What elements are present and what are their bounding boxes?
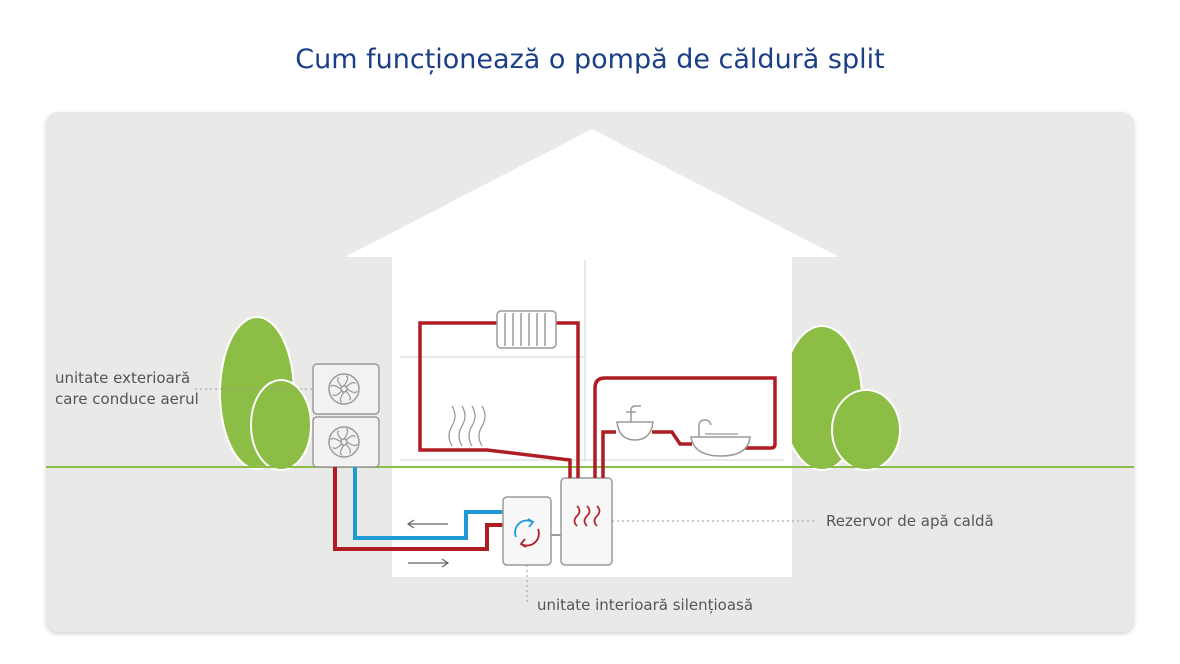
sink-icon xyxy=(616,405,654,441)
outdoor-unit-label-line2: care conduce aerul xyxy=(55,390,199,408)
outdoor-unit-label-line1: unitate exterioară xyxy=(55,369,190,387)
hot-pipe-outdoor xyxy=(333,467,505,551)
outdoor-unit-bottom xyxy=(312,416,380,468)
sanitary-hot-water-branch xyxy=(601,430,692,478)
fan-icon xyxy=(328,426,360,458)
sanitary-hot-water-pipe xyxy=(593,376,777,478)
cold-pipe-outdoor xyxy=(353,467,505,540)
bathtub-icon xyxy=(690,419,751,457)
page-title: Cum funcționează o pompă de căldură spli… xyxy=(295,44,885,75)
indoor-unit-label: unitate interioară silențioasă xyxy=(537,596,753,614)
tree-right-group xyxy=(781,325,901,471)
heat-exchange-cycle-icon xyxy=(514,518,540,548)
hot-water-tank xyxy=(560,477,613,566)
flow-arrow-left-icon xyxy=(406,519,448,529)
house-roof xyxy=(345,129,839,257)
radiator-icon xyxy=(496,310,557,349)
tree-left-small xyxy=(250,379,312,471)
floor-heat-waves-icon xyxy=(448,405,486,447)
tree-right-small xyxy=(831,389,901,471)
fan-icon xyxy=(328,373,360,405)
indoor-unit xyxy=(502,496,552,566)
flow-arrow-right-icon xyxy=(408,558,450,568)
tree-left-group xyxy=(219,316,312,471)
heat-waves-icon xyxy=(573,505,601,527)
outdoor-unit xyxy=(312,363,380,468)
outdoor-unit-top xyxy=(312,363,380,415)
radiator-circuit-pipe xyxy=(418,321,580,478)
tank-label: Rezervor de apă caldă xyxy=(826,512,994,530)
